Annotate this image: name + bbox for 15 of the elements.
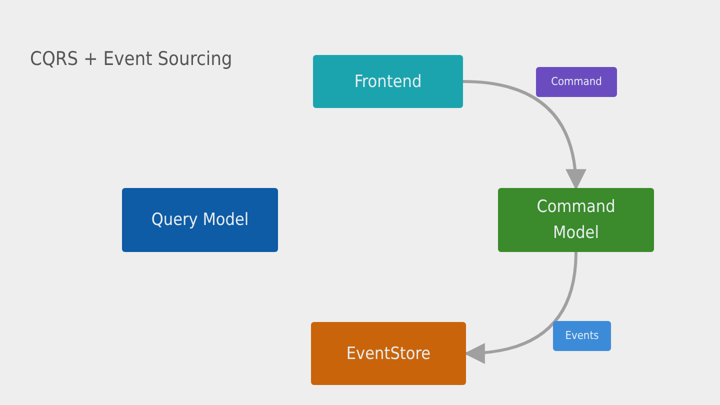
process-box: [498, 188, 654, 252]
node-label: EventStore: [346, 342, 431, 366]
node-label: Query Model: [151, 209, 249, 232]
tag-badge: [553, 321, 611, 351]
arrow: [464, 252, 578, 364]
node-label: Command Model: [536, 196, 616, 245]
diagram-title: CQRS + Event Sourcing: [30, 48, 232, 70]
node-label: Frontend: [354, 70, 422, 94]
process-box: [313, 55, 463, 108]
node-label: Events: [565, 329, 599, 343]
tag-badge: [536, 67, 617, 97]
process-box: [122, 188, 278, 252]
node-label: Command: [551, 75, 602, 89]
arrow: [462, 80, 586, 190]
process-box: [311, 322, 466, 385]
